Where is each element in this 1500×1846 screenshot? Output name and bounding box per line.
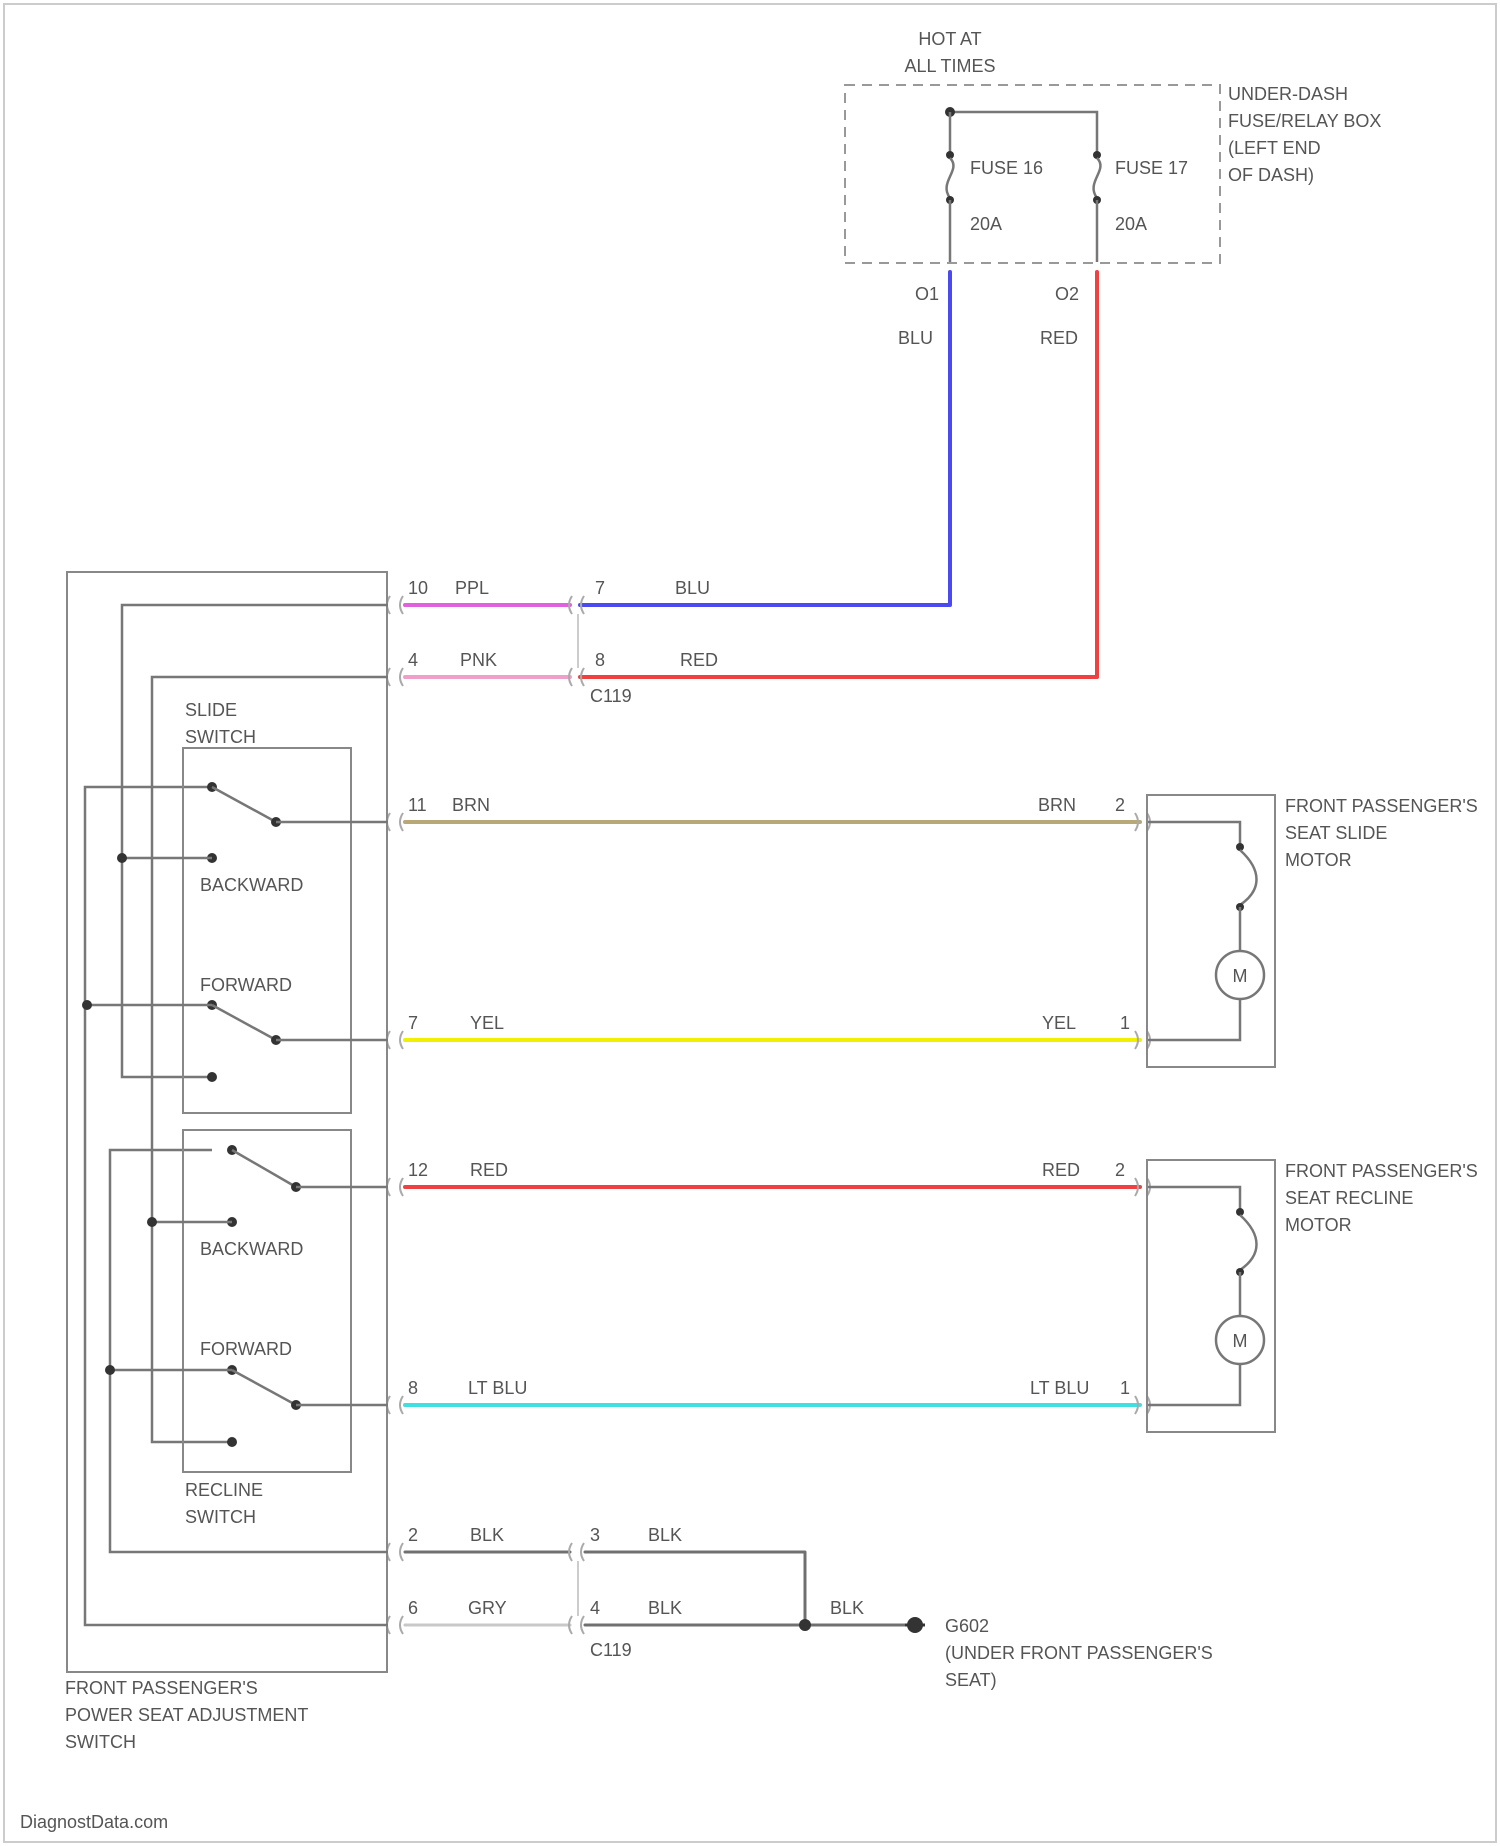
recline-motor-label-2: SEAT RECLINE <box>1285 1188 1413 1208</box>
wire-yel-label-right: YEL <box>1042 1013 1076 1033</box>
wire-red-feed-label: RED <box>680 650 718 670</box>
ground-splice <box>799 1619 811 1631</box>
pin-3-label: 3 <box>590 1525 600 1545</box>
fuse-16: FUSE 16 20A O1 BLU <box>898 112 1043 348</box>
fuse-17: FUSE 17 20A O2 RED <box>1040 151 1188 348</box>
recline-backward-label: BACKWARD <box>200 1239 303 1259</box>
ground-location-line1: (UNDER FRONT PASSENGER'S <box>945 1643 1213 1663</box>
slide-motor-label-1: FRONT PASSENGER'S <box>1285 796 1478 816</box>
slide-switch-label-1: SLIDE <box>185 700 237 720</box>
fuse-17-wire-color: RED <box>1040 328 1078 348</box>
slide-switch-label-2: SWITCH <box>185 727 256 747</box>
wire-yel-label: YEL <box>470 1013 504 1033</box>
fusebox-label-line1: UNDER-DASH <box>1228 84 1348 104</box>
recline-motor-label-3: MOTOR <box>1285 1215 1352 1235</box>
fusebox-label-line2: FUSE/RELAY BOX <box>1228 111 1381 131</box>
pin-8-red-label: 8 <box>595 650 605 670</box>
footer-watermark: DiagnostData.com <box>20 1812 168 1832</box>
slide-switch-box <box>183 748 351 1113</box>
fuse-16-wire-color: BLU <box>898 328 933 348</box>
fuse-bus-bar <box>950 112 1097 155</box>
pin-11-label: 11 <box>408 795 427 815</box>
wire-gry-label: GRY <box>468 1598 507 1618</box>
power-seat-switch: SLIDE SWITCH BACKWARD FORWARD BACKWARD F… <box>65 572 388 1752</box>
wire-red-recline-label-right: RED <box>1042 1160 1080 1180</box>
connector-c119-top-label: C119 <box>590 686 632 706</box>
seat-slide-motor: M FRONT PASSENGER'S SEAT SLIDE MOTOR <box>1147 795 1478 1067</box>
wire-blu-feed <box>580 272 950 605</box>
ground-name: G602 <box>945 1616 989 1636</box>
connector-c119-top <box>569 596 584 686</box>
pin-7-blu-label: 7 <box>595 578 605 598</box>
fusebox-label-line4: OF DASH) <box>1228 165 1314 185</box>
wire-ppl-label: PPL <box>455 578 489 598</box>
recline-motor-pin-2: 2 <box>1115 1160 1125 1180</box>
pin-4-label: 4 <box>408 650 418 670</box>
page-border <box>4 4 1496 1842</box>
slide-forward-label: FORWARD <box>200 975 292 995</box>
switch-assembly-label-1: FRONT PASSENGER'S <box>65 1678 258 1698</box>
recline-motor-label-1: FRONT PASSENGER'S <box>1285 1161 1478 1181</box>
pin-6-label: 6 <box>408 1598 418 1618</box>
pin-8-ltblu-label: 8 <box>408 1378 418 1398</box>
slide-motor-pin-2: 2 <box>1115 795 1125 815</box>
switch-pin-markers <box>387 596 403 1634</box>
wire-brn-label: BRN <box>452 795 490 815</box>
ground-location-line2: SEAT) <box>945 1670 997 1690</box>
recline-forward-label: FORWARD <box>200 1339 292 1359</box>
slide-motor-label-2: SEAT SLIDE <box>1285 823 1387 843</box>
wire-ltblu-label-right: LT BLU <box>1030 1378 1089 1398</box>
slide-motor-pin-1: 1 <box>1120 1013 1130 1033</box>
fuse-16-rating: 20A <box>970 214 1002 234</box>
wire-blu-label: BLU <box>675 578 710 598</box>
recline-motor-pin-1: 1 <box>1120 1378 1130 1398</box>
connector-c119-bottom-label: C119 <box>590 1640 632 1660</box>
hot-label-line1: HOT AT <box>918 29 981 49</box>
slide-motor-label-3: MOTOR <box>1285 850 1352 870</box>
slide-backward-label: BACKWARD <box>200 875 303 895</box>
fuse-17-rating: 20A <box>1115 214 1147 234</box>
hot-label-line2: ALL TIMES <box>904 56 995 76</box>
recline-switch-label-2: SWITCH <box>185 1507 256 1527</box>
fuse-relay-box: HOT AT ALL TIMES UNDER-DASH FUSE/RELAY B… <box>845 29 1381 348</box>
recline-switch-label-1: RECLINE <box>185 1480 263 1500</box>
bus-pnk <box>152 677 388 1442</box>
wire-blk-label: BLK <box>470 1525 504 1545</box>
wire-red-feed <box>580 272 1097 677</box>
pin-7-yel-label: 7 <box>408 1013 418 1033</box>
seat-recline-motor: M FRONT PASSENGER'S SEAT RECLINE MOTOR <box>1147 1160 1478 1432</box>
pin-12-label: 12 <box>408 1160 428 1180</box>
connector-c119-bottom <box>569 1543 584 1634</box>
wire-ltblu-label: LT BLU <box>468 1378 527 1398</box>
recline-switch-box <box>183 1130 351 1472</box>
wire-blk-right-label: BLK <box>648 1525 682 1545</box>
fusebox-label-line3: (LEFT END <box>1228 138 1321 158</box>
recline-motor-symbol: M <box>1233 1331 1248 1351</box>
pin-4-ground-label: 4 <box>590 1598 600 1618</box>
wire-red-recline-label: RED <box>470 1160 508 1180</box>
wire-brn-label-right: BRN <box>1038 795 1076 815</box>
ground-wire-label: BLK <box>830 1598 864 1618</box>
fuse-16-terminal: O1 <box>915 284 939 304</box>
switch-assembly-label-3: SWITCH <box>65 1732 136 1752</box>
wire-blk-c119 <box>585 1552 805 1625</box>
slide-motor-symbol: M <box>1233 966 1248 986</box>
fuse-17-name: FUSE 17 <box>1115 158 1188 178</box>
wire-blk-ground-label: BLK <box>648 1598 682 1618</box>
fuse-17-terminal: O2 <box>1055 284 1079 304</box>
pin-10-label: 10 <box>408 578 428 598</box>
wire-pnk-label: PNK <box>460 650 497 670</box>
fuse-16-name: FUSE 16 <box>970 158 1043 178</box>
pin-2-label: 2 <box>408 1525 418 1545</box>
switch-assembly-label-2: POWER SEAT ADJUSTMENT <box>65 1705 308 1725</box>
